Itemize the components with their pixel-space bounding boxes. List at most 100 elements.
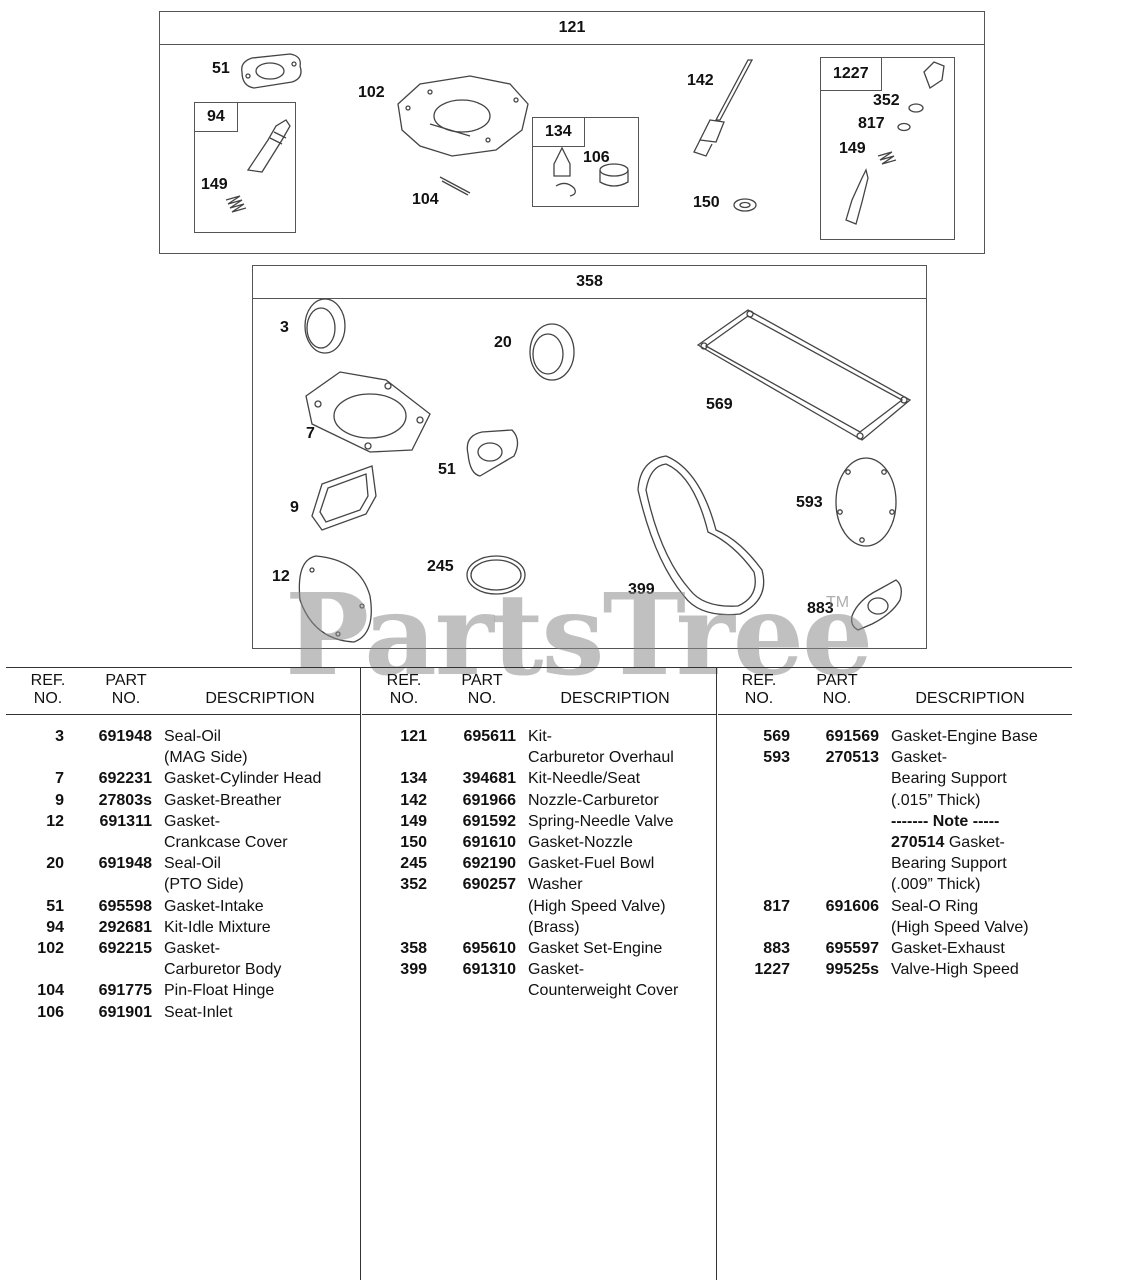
kit-134-box: 134	[532, 117, 639, 207]
ref-number: 149	[400, 812, 427, 830]
ref-number: 399	[400, 961, 427, 979]
callout-3: 3	[280, 319, 289, 336]
part-description: 270514 Gasket-	[891, 834, 1005, 851]
ref-number: 245	[400, 855, 427, 873]
part-description: Valve-High Speed	[891, 961, 1019, 979]
ref-number: 1227	[754, 961, 790, 979]
oil-seal-pto-icon	[529, 323, 575, 381]
watermark-trademark: TM	[826, 594, 850, 611]
callout-569: 569	[706, 396, 733, 413]
part-description: Gasket-Fuel Bowl	[528, 855, 655, 873]
header-ref-no-2: REF.NO.	[386, 672, 422, 707]
callout-817: 817	[858, 115, 885, 132]
part-description: Gasket-Cylinder Head	[164, 770, 322, 788]
part-description: (.015” Thick)	[891, 791, 981, 809]
part-number: 691592	[462, 812, 516, 830]
part-description: Seal-O Ring	[891, 897, 979, 915]
ref-number: 12	[46, 812, 64, 830]
part-description: (.009” Thick)	[891, 876, 981, 894]
table-top-rule	[6, 667, 1072, 668]
part-description: Washer	[528, 876, 583, 894]
part-description: (High Speed Valve)	[891, 918, 1029, 936]
part-description: Seal-Oil	[164, 728, 221, 745]
part-number: 394681	[462, 770, 516, 788]
part-number: 691569	[825, 728, 879, 745]
ref-number: 817	[763, 897, 790, 915]
ref-number: 121	[400, 728, 427, 745]
ref-number: 9	[55, 791, 64, 809]
part-number: 691606	[825, 897, 879, 915]
part-description: Gasket Set-Engine	[528, 940, 663, 957]
part-description: Kit-Needle/Seat	[528, 770, 641, 788]
part-number: 691948	[98, 728, 152, 745]
header-rule-3	[718, 714, 1072, 715]
part-number: 292681	[98, 918, 152, 936]
part-number: 695598	[98, 897, 152, 915]
part-description: Carburetor Body	[164, 961, 282, 979]
carburetor-body-gasket-icon	[397, 75, 529, 157]
callout-150: 150	[693, 194, 720, 211]
part-number: 691966	[462, 791, 516, 809]
kit-134-title: 134	[533, 118, 585, 147]
bearing-support-gasket-icon	[835, 457, 897, 547]
kit-94-box: 94	[194, 102, 296, 233]
callout-104: 104	[412, 191, 439, 208]
callout-149-kit1227: 149	[839, 140, 866, 157]
ref-number: 883	[763, 940, 790, 957]
ref-number: 104	[37, 982, 64, 1000]
callout-9: 9	[290, 499, 299, 516]
part-description: (MAG Side)	[164, 749, 248, 767]
kit-94-title: 94	[195, 103, 238, 132]
ref-number: 134	[400, 770, 427, 788]
ref-number: 569	[763, 728, 790, 745]
part-description: Counterweight Cover	[528, 982, 679, 1000]
part-description: Carburetor Overhaul	[528, 749, 674, 767]
fuel-bowl-gasket-icon	[466, 555, 526, 595]
header-description-2: DESCRIPTION	[560, 690, 670, 707]
callout-142: 142	[687, 72, 714, 89]
part-description: ------- Note -----	[891, 812, 1000, 830]
intake-gasket-icon	[241, 53, 302, 89]
callout-12: 12	[272, 568, 290, 585]
part-description: (Brass)	[528, 918, 580, 936]
part-number: 695597	[825, 940, 879, 957]
kit-1227-title: 1227	[821, 58, 882, 91]
float-pin-icon	[439, 176, 471, 196]
ref-number: 150	[400, 834, 427, 851]
callout-102: 102	[358, 84, 385, 101]
callout-399: 399	[628, 581, 655, 598]
callout-245: 245	[427, 558, 454, 575]
part-number: 691310	[462, 961, 516, 979]
part-description: Bearing Support	[891, 855, 1007, 873]
part-description: Bearing Support	[891, 770, 1007, 788]
engine-base-gasket-icon	[696, 309, 912, 441]
part-description: Pin-Float Hinge	[164, 982, 275, 1000]
callout-352: 352	[873, 92, 900, 109]
kit-358-title: 358	[253, 266, 926, 299]
ref-number: 20	[46, 855, 64, 873]
nozzle-gasket-icon	[733, 198, 757, 212]
parts-illustration	[225, 53, 945, 643]
part-number: 99525s	[825, 961, 879, 979]
part-number: 691311	[99, 812, 152, 830]
kit-121-diagram: 121	[159, 11, 985, 254]
part-description: Gasket-	[891, 749, 948, 767]
exhaust-gasket-icon	[850, 579, 902, 631]
kit-358-diagram: 358	[252, 265, 927, 649]
part-description: Gasket-Breather	[164, 791, 282, 809]
callout-51-set: 51	[438, 461, 456, 478]
header-description-1: DESCRIPTION	[205, 690, 315, 707]
part-number: 690257	[462, 876, 516, 894]
part-number: 695610	[462, 940, 516, 957]
header-description-3: DESCRIPTION	[915, 690, 1025, 707]
header-rule-2	[362, 714, 716, 715]
ref-number: 3	[55, 728, 64, 745]
part-number: 692215	[98, 940, 152, 957]
kit-1227-box: 1227	[820, 57, 955, 240]
breather-gasket-icon	[311, 465, 377, 531]
part-number: 270513	[825, 749, 879, 767]
nozzle-icon	[693, 59, 754, 157]
needle-seat-icon	[553, 146, 629, 197]
callout-149-kit94: 149	[201, 176, 228, 193]
